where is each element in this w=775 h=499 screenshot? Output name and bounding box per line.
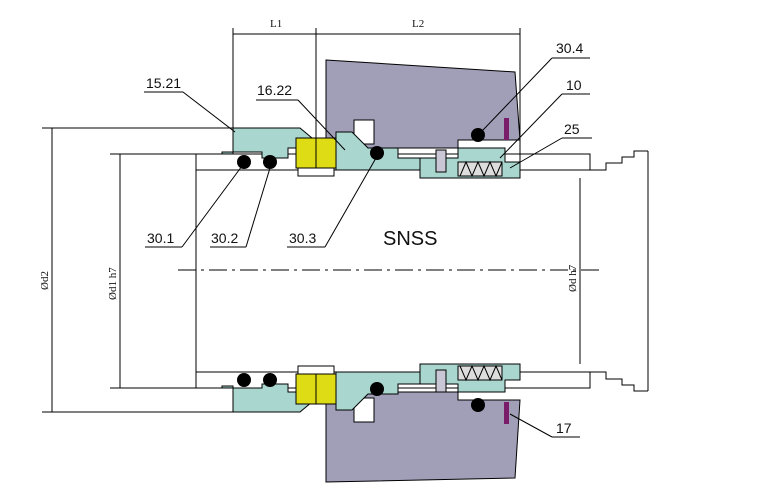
shaft-outline — [196, 150, 648, 392]
oring-30-4-bottom — [471, 398, 485, 412]
drive-pin-bottom — [435, 369, 447, 393]
face-top-tab — [297, 167, 335, 177]
leader-30-2 — [245, 167, 271, 248]
pin-17-bottom — [504, 402, 509, 424]
model-title: SNSS — [383, 228, 437, 250]
dim-l2-text: L2 — [412, 18, 424, 30]
label-16-22: 16.22 — [257, 82, 292, 98]
dim-l1-text: L1 — [270, 18, 282, 30]
leader-15-21 — [182, 91, 236, 133]
leader-30-3 — [324, 157, 377, 248]
springs-bottom — [457, 364, 503, 382]
leader-30-4 — [482, 57, 553, 131]
label-30-2: 30.2 — [211, 230, 238, 246]
oring-30-1-top — [237, 155, 251, 169]
dim-d2-text: Ød2 — [39, 271, 51, 290]
oring-30-1-bottom — [237, 373, 251, 387]
label-30-4: 30.4 — [556, 40, 583, 56]
pin-17-top — [504, 118, 509, 140]
oring-30-2-bottom — [263, 373, 277, 387]
label-25: 25 — [564, 121, 580, 137]
leader-10 — [499, 93, 563, 159]
dim-d-text: Ød h7 — [567, 264, 579, 292]
oring-30-3-bottom — [370, 382, 384, 396]
label-15-21: 15.21 — [146, 75, 181, 91]
springs-top — [457, 160, 503, 178]
face-bottom-tab — [297, 365, 335, 375]
label-30-1: 30.1 — [147, 230, 174, 246]
label-30-3: 30.3 — [289, 230, 316, 246]
leader-25 — [509, 137, 563, 169]
oring-30-4-top — [471, 128, 485, 142]
label-10: 10 — [566, 77, 582, 93]
leader-16-22 — [297, 99, 346, 151]
oring-30-2-top — [263, 155, 277, 169]
leader-30-1 — [181, 165, 243, 248]
oring-30-3-top — [370, 146, 384, 160]
dim-d1-text: Ød1 h7 — [107, 267, 119, 300]
label-17: 17 — [556, 420, 572, 436]
drive-pin-top — [435, 149, 447, 173]
leader-17 — [509, 413, 553, 438]
